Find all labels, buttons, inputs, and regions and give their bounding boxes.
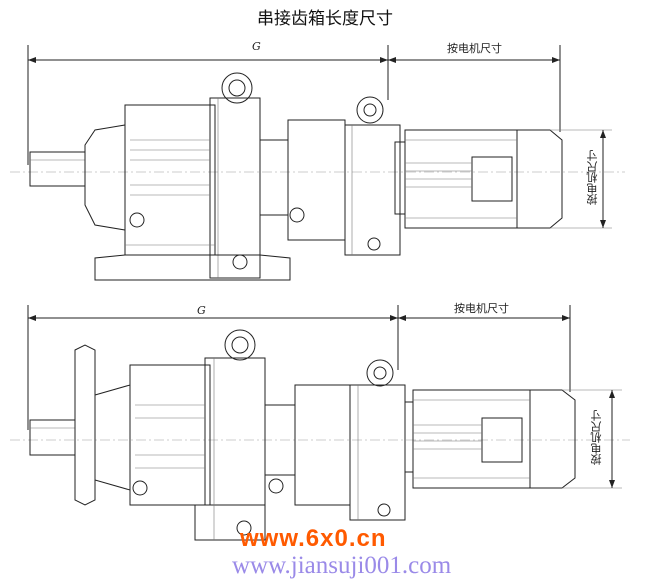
watermark-primary: www.6x0.cn (240, 525, 387, 552)
bottom-dim-motor-height-label: 按电机尺寸 (590, 410, 603, 465)
page-title: 串接齿箱长度尺寸 (257, 9, 393, 29)
top-dim-motor-height-label: 按电机尺寸 (586, 150, 599, 205)
bottom-dim-motor-length-label: 按电机尺寸 (454, 302, 509, 315)
top-dim-g-label: G (252, 40, 261, 53)
bottom-dim-g-label: G (197, 304, 206, 317)
top-gearbox-drawing (10, 45, 625, 281)
bottom-gearbox-drawing (10, 305, 630, 541)
top-dim-motor-length-label: 按电机尺寸 (447, 42, 502, 55)
watermark-secondary: www.jiansuji001.com (232, 552, 452, 579)
